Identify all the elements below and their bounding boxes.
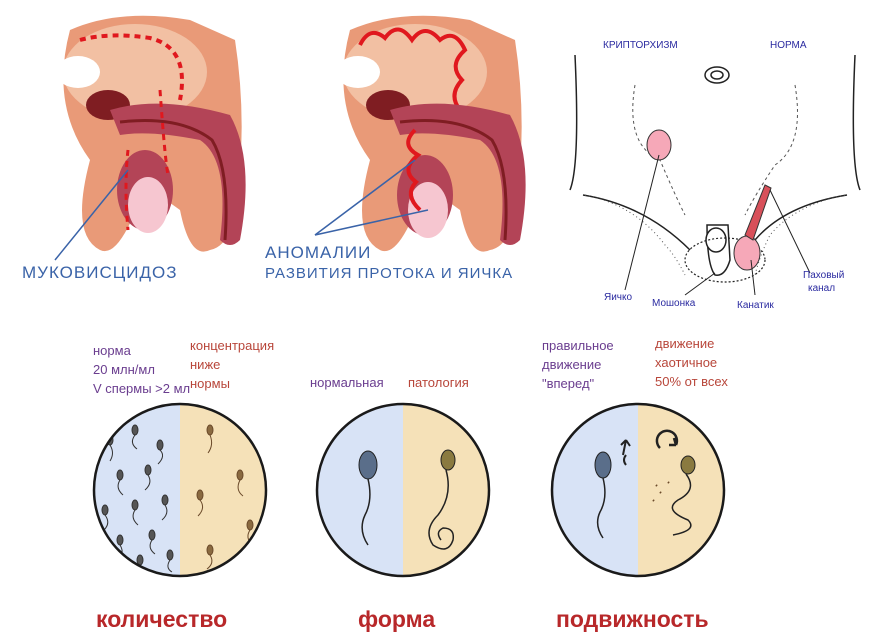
motility-chaotic-line2: хаотичное [655, 355, 718, 370]
quantity-norm-line2: 20 млн/мл [93, 362, 155, 377]
pointer-line [54, 169, 129, 261]
label-scrotum: Мошонка [652, 298, 696, 309]
left-leg-outline [569, 54, 691, 251]
motility-chaotic-line3: 50% от всех [655, 374, 728, 389]
quantity-circle [92, 402, 268, 578]
quantity-low-line3: нормы [190, 376, 230, 391]
normal-sperm [358, 450, 378, 546]
pointer-scrotum [684, 272, 716, 296]
motility-correct-line1: правильное [542, 338, 614, 353]
label-cryptorchidism: КРИПТОРХИЗМ [603, 40, 678, 51]
abnormal-sperm [428, 449, 456, 550]
motility-correct-line2: движение [542, 357, 602, 372]
testicle-inner [128, 177, 168, 233]
bladder-white-2 [336, 56, 380, 88]
undescended-testicle [646, 129, 672, 161]
canal-dotted-right [744, 84, 798, 216]
label-inguinal-line1: Паховый [803, 270, 845, 281]
shape-circle [315, 402, 491, 578]
motility-correct-half [552, 404, 638, 576]
groin-stipple-left [584, 194, 686, 276]
anatomy-mucoviscidosis-diagram [54, 15, 246, 261]
motility-chaotic-half [638, 404, 724, 576]
pointer-line-b [314, 209, 429, 236]
shape-normal: нормальная [310, 375, 384, 390]
motility-chaotic-line1: движение [655, 336, 715, 351]
chaotic-dots [652, 481, 670, 502]
bladder-white [56, 56, 100, 88]
pointer-line-a [314, 159, 416, 236]
anatomy-anomalies-diagram [314, 15, 526, 252]
motility-title: подвижность [556, 606, 709, 632]
sparse-sperm [196, 424, 254, 570]
groin-stipple-right [754, 194, 846, 276]
quantity-norm-line1: норма [93, 343, 131, 358]
label-anomalies-line1: АНОМАЛИИ [265, 243, 372, 262]
glans-outline [705, 227, 727, 253]
vas-deferens-dashed [124, 89, 170, 231]
label-testicle: Яичко [604, 292, 633, 303]
forward-sperm [594, 439, 631, 539]
navel-inner [710, 70, 724, 80]
label-norm: НОРМА [770, 40, 807, 51]
quantity-low-line1: концентрация [190, 338, 275, 353]
pointer-inguinal [769, 189, 811, 274]
quantity-low-line2: ниже [190, 357, 221, 372]
urethra-line [119, 118, 228, 241]
cryptorchidism-diagram [569, 54, 861, 296]
quantity-low-half [180, 404, 266, 576]
shape-title: форма [358, 606, 436, 632]
quantity-title: количество [96, 606, 228, 632]
descended-testicle [733, 235, 761, 271]
motility-correct-line3: "вперед" [542, 376, 595, 391]
spermatic-cord [744, 184, 772, 241]
shape-normal-half [317, 404, 403, 576]
bladder-dashed-outline [79, 33, 184, 101]
shape-pathology: патология [408, 375, 469, 390]
circular-arrow-icon [655, 429, 679, 449]
pointer-cord [750, 259, 756, 296]
chaotic-sperm [652, 429, 696, 536]
scrotum-outline [684, 237, 766, 283]
label-anomalies-line2: РАЗВИТИЯ ПРОТОКА И ЯИЧКА [265, 265, 514, 282]
duct-wavy-outline [358, 27, 468, 112]
label-mucoviscidosis: МУКОВИСЦИДОЗ [22, 263, 178, 282]
label-cord: Канатик [737, 300, 774, 311]
navel-outer [704, 66, 730, 84]
duct-wavy-down [406, 128, 422, 212]
pointer-testicle [624, 154, 660, 291]
urethra-line-2 [399, 118, 508, 241]
motility-circle [550, 402, 726, 578]
forward-arrow-icon [620, 439, 631, 466]
right-leg-outline [754, 54, 861, 241]
quantity-norm-line3: V спермы >2 мл [93, 381, 191, 396]
label-inguinal-line2: канал [808, 283, 836, 294]
